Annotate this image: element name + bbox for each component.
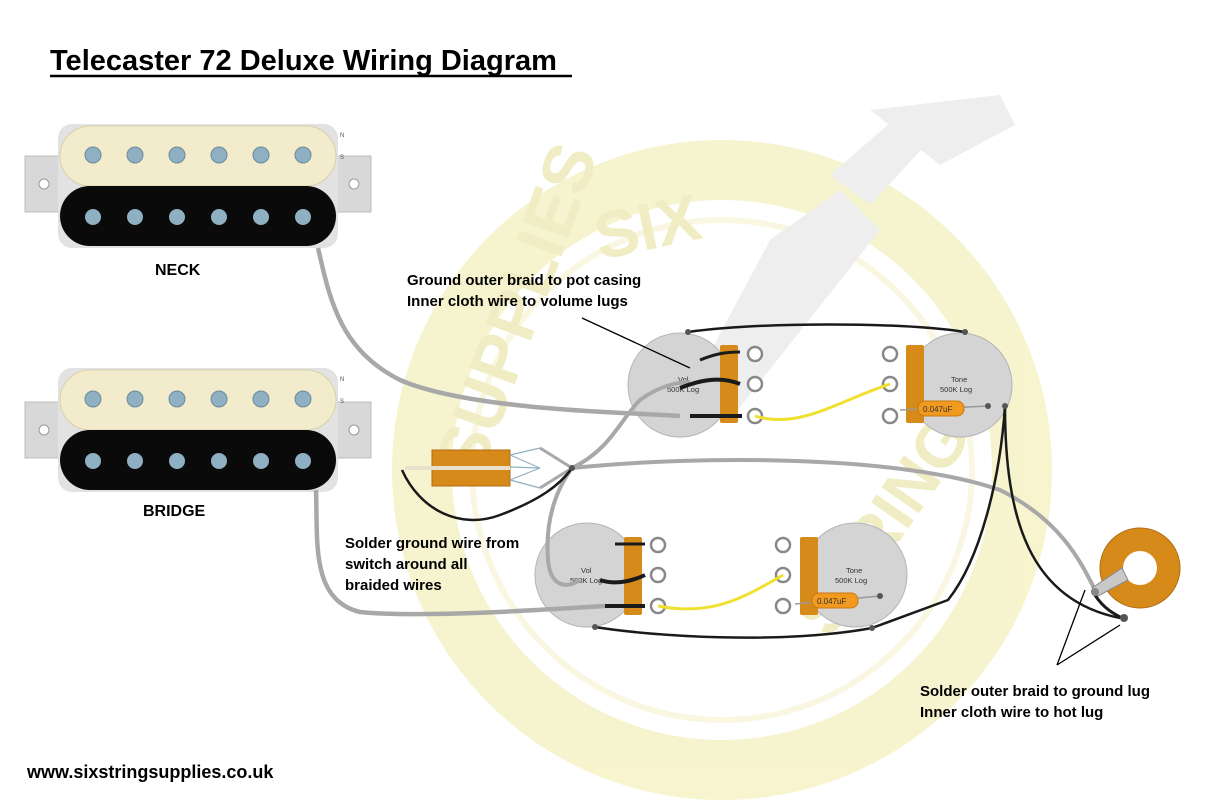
pointer-line bbox=[1056, 589, 1086, 666]
pickup-selector-switch bbox=[405, 447, 541, 489]
mounting-screw-icon bbox=[38, 424, 50, 436]
pot-note-line1: Ground outer braid to pot casing bbox=[407, 272, 641, 289]
switch-to-vol-bottom bbox=[545, 466, 582, 587]
pot-value: 500K Log bbox=[835, 576, 867, 585]
pot-name: Vol bbox=[678, 375, 689, 384]
watermark-logo: SUPPLIES SIX STRING bbox=[392, 95, 1052, 800]
switch-to-jack bbox=[571, 458, 1097, 591]
bridge-label: BRIDGE bbox=[143, 503, 206, 520]
pole-pieces bbox=[84, 146, 312, 225]
pointer-line bbox=[1056, 624, 1121, 666]
pot-name: Vol bbox=[581, 566, 592, 575]
bridge-pickup: N S BRIDGE bbox=[24, 368, 372, 520]
north-marker: N bbox=[340, 377, 344, 383]
pot-value: 500K Log bbox=[570, 576, 602, 585]
south-marker: S bbox=[340, 399, 344, 405]
switch-note-line3: braided wires bbox=[345, 577, 442, 594]
footer-url[interactable]: www.sixstringsupplies.co.uk bbox=[26, 762, 274, 782]
mounting-screw-icon bbox=[348, 178, 360, 190]
capacitor-value: 0.047uF bbox=[817, 597, 846, 606]
neck-pickup-lead bbox=[315, 247, 681, 419]
output-jack bbox=[1091, 527, 1181, 622]
north-marker: N bbox=[340, 133, 344, 139]
mounting-screw-icon bbox=[348, 424, 360, 436]
neck-pickup: N S NECK bbox=[24, 124, 372, 279]
pot-note-line2: Inner cloth wire to volume lugs bbox=[407, 293, 628, 310]
solder-points bbox=[569, 329, 1008, 631]
switch-ground-wire bbox=[400, 467, 574, 522]
neck-label: NECK bbox=[155, 262, 201, 279]
south-bobbin bbox=[60, 430, 336, 490]
south-bobbin bbox=[60, 186, 336, 246]
pot-value: 500K Log bbox=[667, 385, 699, 394]
pot-name: Tone bbox=[846, 566, 862, 575]
switch-to-vol-top bbox=[571, 380, 691, 470]
yellow-wire-bottom bbox=[657, 573, 784, 611]
pointer-line bbox=[581, 317, 691, 369]
mounting-screw-icon bbox=[38, 178, 50, 190]
yellow-wire-top bbox=[754, 382, 891, 422]
capacitor-top: 0.047uF bbox=[899, 400, 991, 417]
jack-note-line1: Solder outer braid to ground lug bbox=[920, 683, 1150, 700]
page-title: Telecaster 72 Deluxe Wiring Diagram bbox=[50, 45, 557, 77]
south-marker: S bbox=[340, 155, 344, 161]
switch-note-line2: switch around all bbox=[345, 556, 468, 573]
tone-pot-top: Tone 500K Log bbox=[881, 332, 1013, 438]
wiring bbox=[313, 247, 1123, 639]
volume-pot-bottom: Vol 500K Log bbox=[534, 522, 667, 628]
pot-name: Tone bbox=[951, 375, 967, 384]
pole-pieces bbox=[84, 390, 312, 469]
switch-note-line1: Solder ground wire from bbox=[345, 535, 519, 552]
capacitor-bottom: 0.047uF bbox=[794, 592, 881, 609]
bridge-pickup-lead bbox=[313, 489, 606, 617]
capacitor-value: 0.047uF bbox=[923, 405, 952, 414]
jack-note-line2: Inner cloth wire to hot lug bbox=[920, 704, 1103, 721]
pot-value: 500K Log bbox=[940, 385, 972, 394]
